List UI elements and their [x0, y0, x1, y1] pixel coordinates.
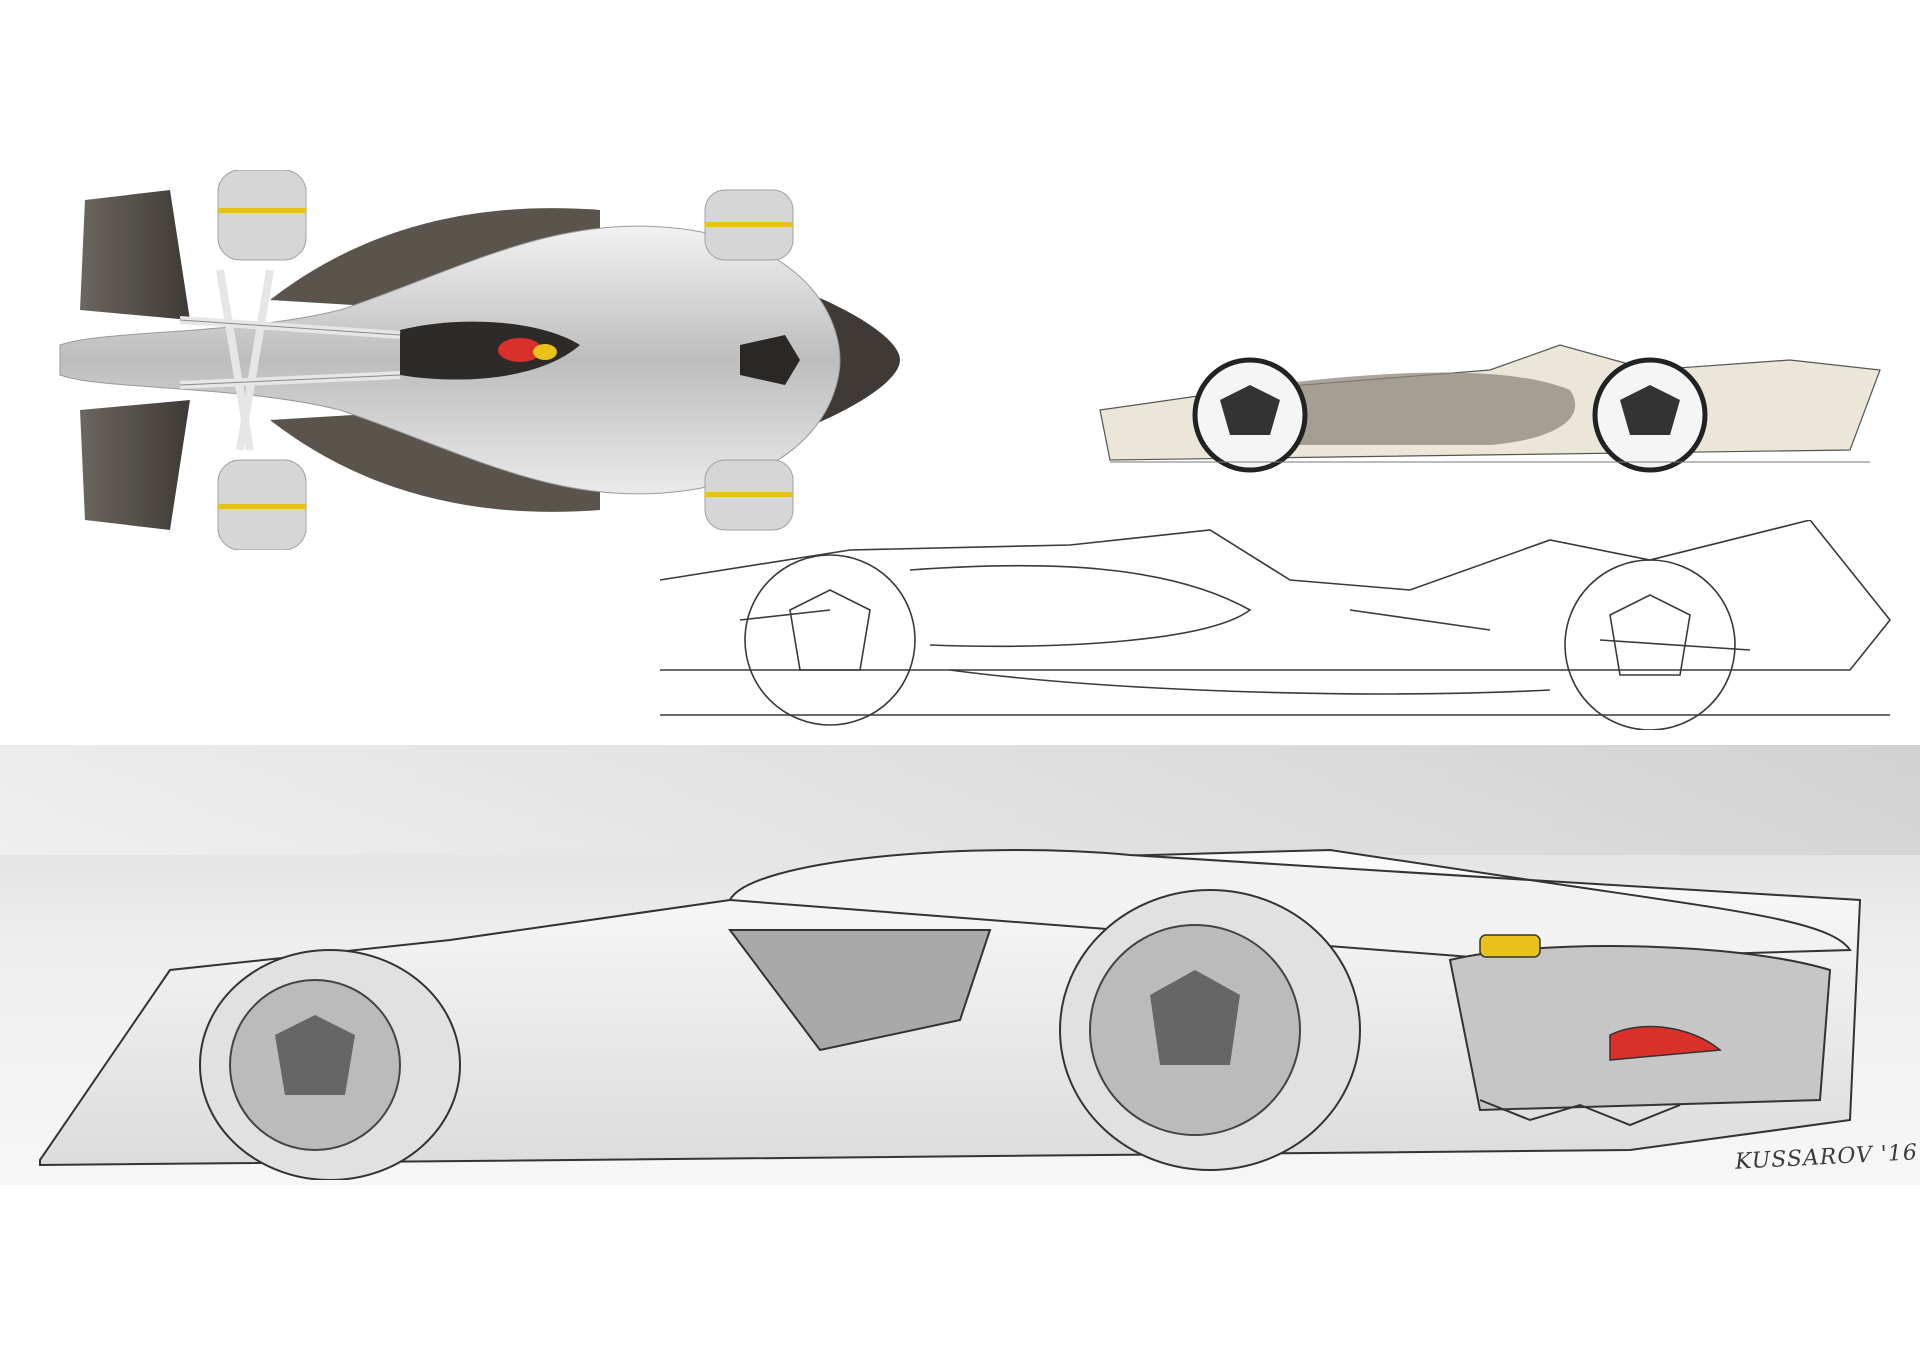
rear-wheel	[1592, 357, 1708, 473]
top-view-render	[40, 170, 920, 550]
front-wheel-perspective	[199, 949, 461, 1180]
side-view-line-sketch	[650, 520, 1900, 730]
side-view-render	[1090, 330, 1890, 480]
perspective-sketch	[30, 820, 1890, 1180]
front-wheel	[1192, 357, 1308, 473]
rear-wheel-perspective	[1059, 889, 1361, 1171]
